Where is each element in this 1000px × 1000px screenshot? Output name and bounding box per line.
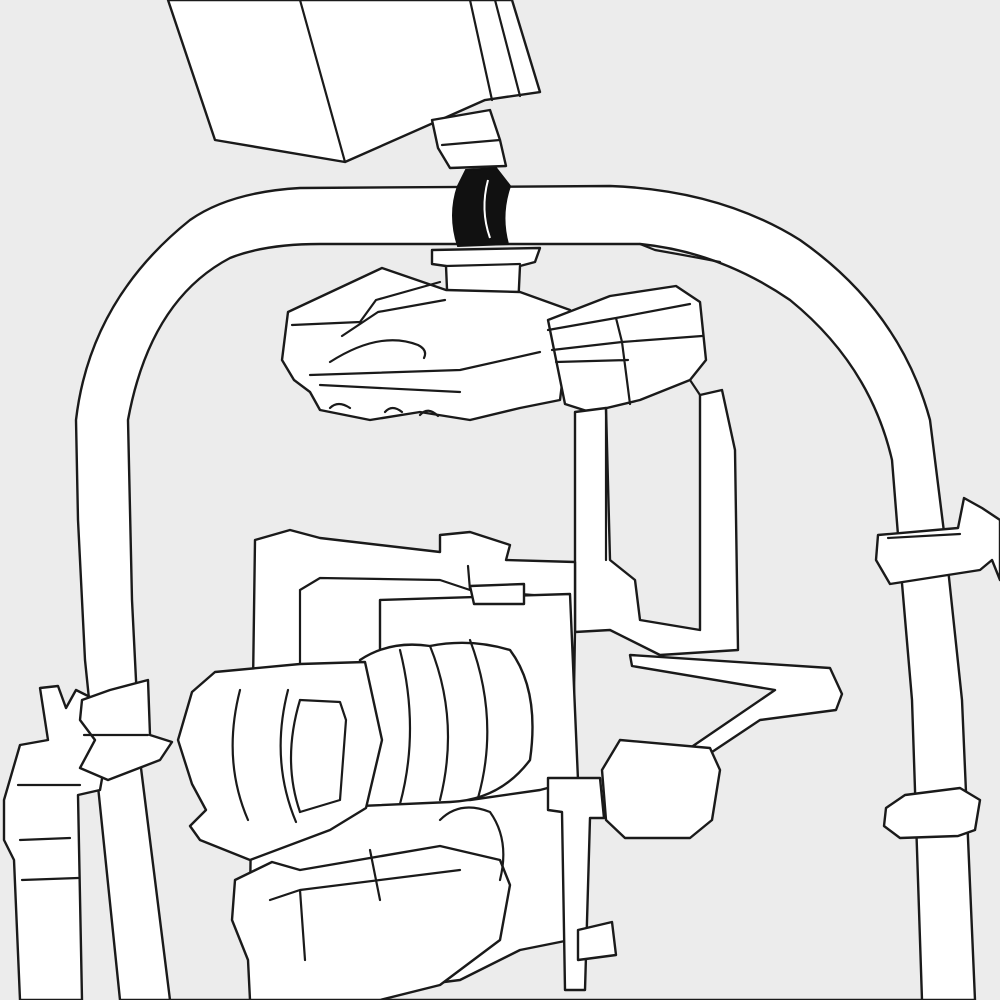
top-arm-plate: [280, 266, 572, 422]
monitor-side-edge: [468, 0, 522, 102]
top-arm-inner: [290, 280, 542, 377]
top-monitor: [166, 0, 542, 170]
lower-plate-details: [268, 806, 505, 962]
pan-mount-edge: [444, 262, 522, 268]
quick-release-clamp: [452, 166, 512, 248]
right-handle-clamp-edge: [886, 532, 962, 540]
tilt-arm-upright: [573, 388, 740, 657]
ring-handle-frame: [74, 184, 977, 1000]
lens-hood-inner: [231, 688, 348, 824]
right-handle: [874, 496, 1000, 840]
tilt-motor: [546, 284, 708, 414]
monitor-body: [166, 0, 542, 164]
right-handle-clamp: [874, 496, 1000, 586]
tilt-motor-edges: [546, 302, 704, 406]
left-handle-grip-lines: [16, 783, 82, 882]
monitor-mount: [430, 108, 508, 170]
left-handle-clamp: [78, 678, 174, 782]
left-handle: [2, 678, 174, 1000]
lower-plate: [230, 844, 512, 1000]
lens-barrel: [358, 641, 534, 808]
ring-frame-seam: [638, 242, 722, 264]
ring-frame-band: [74, 184, 977, 1000]
right-handle-foot: [882, 786, 982, 840]
roll-motor: [230, 738, 722, 1000]
lens-hood: [176, 660, 384, 862]
cage-side-rail: [628, 653, 844, 762]
monitor-face-edge: [298, 0, 347, 164]
camera-hot-shoe: [468, 582, 526, 606]
vertical-tilt-arm: [573, 378, 740, 657]
tilt-motor-body: [546, 284, 708, 414]
roll-motor-knob: [600, 738, 722, 840]
clamp-highlight: [483, 179, 491, 239]
pan-motor-arm: [280, 246, 572, 422]
tilt-arm-inner: [604, 378, 702, 562]
monitor-mount-edge: [440, 138, 502, 147]
roll-lower-clip: [576, 920, 618, 962]
lens-rings: [398, 638, 489, 806]
top-arm-ridges: [318, 383, 462, 418]
camera-lens: [176, 638, 534, 862]
roll-lower-bracket: [546, 776, 606, 992]
lens-front-glass: [289, 698, 302, 814]
